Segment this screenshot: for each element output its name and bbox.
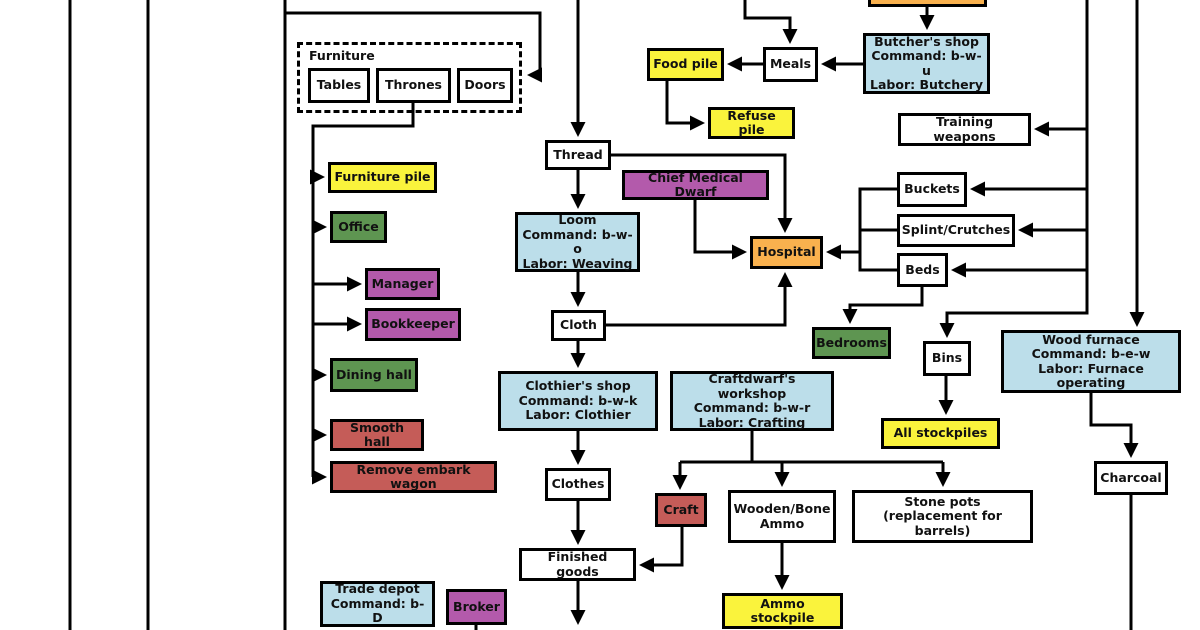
node-buckets: Buckets (897, 172, 967, 207)
node-hospital: Hospital (750, 236, 823, 269)
node-remove-embark-wagon: Remove embark wagon (330, 461, 497, 493)
node-clothes: Clothes (545, 468, 611, 501)
plain-lines (68, 0, 1133, 630)
node-thrones: Thrones (376, 68, 451, 103)
node-finished-goods: Finished goods (519, 548, 636, 581)
node-meals: Meals (763, 47, 818, 82)
node-dining-hall: Dining hall (330, 358, 418, 392)
node-cloth: Cloth (551, 310, 606, 341)
node-tables: Tables (308, 68, 370, 103)
node-doors: Doors (457, 68, 513, 103)
arrow-lines (285, 0, 1145, 625)
node-refuse-pile: Refuse pile (708, 107, 795, 139)
node-clothiers-shop: Clothier's shop Command: b-w-k Labor: Cl… (498, 371, 658, 431)
node-manager: Manager (365, 268, 440, 300)
node-loom: Loom Command: b-w-o Labor: Weaving (515, 212, 640, 272)
node-butchers-shop: Butcher's shop Command: b-w-u Labor: But… (863, 33, 990, 94)
node-craft: Craft (655, 493, 707, 527)
node-craftdwarfs-workshop: Craftdwarf's workshop Command: b-w-r Lab… (670, 371, 834, 431)
node-wood-furnace: Wood furnace Command: b-e-w Labor: Furna… (1001, 330, 1181, 393)
node-training-weapons: Training weapons (898, 113, 1031, 146)
node-thread: Thread (545, 140, 611, 170)
node-chief-medical-dwarf: Chief Medical Dwarf (622, 170, 769, 200)
node-trade-depot: Trade depot Command: b-D (320, 581, 435, 627)
node-broker: Broker (446, 589, 507, 625)
node-ammo-stockpile: Ammo stockpile (722, 593, 843, 629)
node-food-pile: Food pile (647, 48, 724, 81)
node-bedrooms: Bedrooms (812, 327, 891, 359)
node-office: Office (330, 211, 387, 243)
node-splint-crutches: Splint/Crutches (897, 214, 1015, 247)
node-all-stockpiles: All stockpiles (881, 418, 1000, 449)
node-bookkeeper: Bookkeeper (365, 308, 461, 341)
node-cut-off-top-box (868, 0, 987, 7)
node-furniture-pile: Furniture pile (328, 162, 437, 193)
node-stone-pots: Stone pots (replacement for barrels) (852, 490, 1033, 543)
furniture-group: Furniture (297, 42, 522, 113)
node-charcoal: Charcoal (1094, 461, 1168, 495)
node-wooden-bone-ammo: Wooden/Bone Ammo (728, 490, 836, 543)
node-bins: Bins (923, 341, 971, 376)
node-smooth-hall: Smooth hall (330, 419, 424, 451)
furniture-group-label: Furniture (309, 48, 375, 63)
node-beds: Beds (897, 253, 948, 287)
